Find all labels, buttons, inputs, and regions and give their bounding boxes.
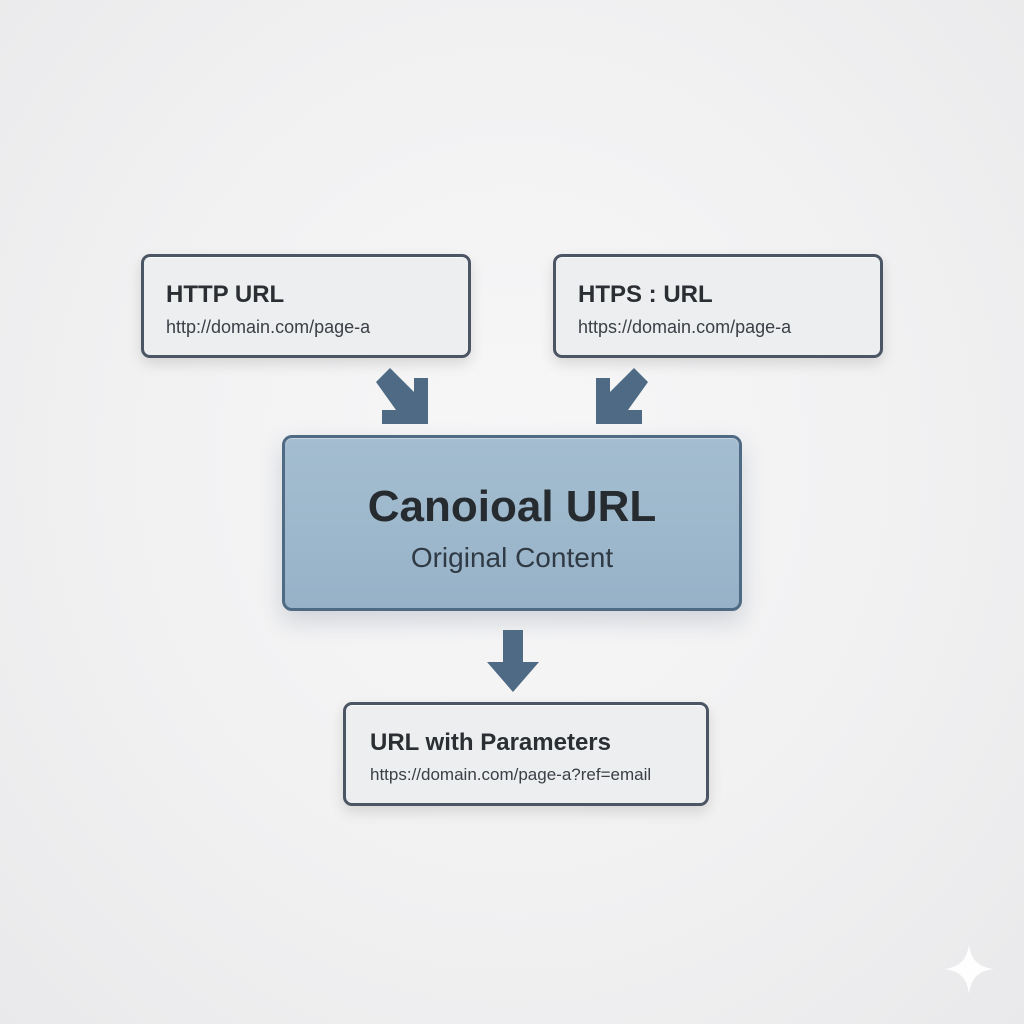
arrow-https-to-canonical (596, 368, 648, 424)
https-url-value: https://domain.com/page-a (578, 317, 792, 337)
arrow-http-to-canonical (376, 368, 428, 424)
params-url-value: https://domain.com/page-a?ref=email (370, 765, 652, 784)
http-url-box: HTTP URL http://domain.com/page-a (141, 254, 471, 358)
canonical-url-subtitle: Original Content (410, 542, 614, 573)
canonical-url-box: Canoioal URL Original Content (282, 435, 742, 611)
params-url-title: URL with Parameters (370, 729, 611, 756)
sparkle-icon (944, 944, 994, 994)
https-url-box: HTPS : URL https://domain.com/page-a (553, 254, 883, 358)
canonical-url-title: Canoioal URL (367, 482, 657, 531)
https-url-title: HTPS : URL (578, 281, 713, 308)
params-url-box: URL with Parameters https://domain.com/p… (343, 702, 709, 806)
http-url-title: HTTP URL (166, 281, 285, 308)
arrow-canonical-to-params (487, 630, 539, 692)
http-url-value: http://domain.com/page-a (166, 317, 371, 337)
